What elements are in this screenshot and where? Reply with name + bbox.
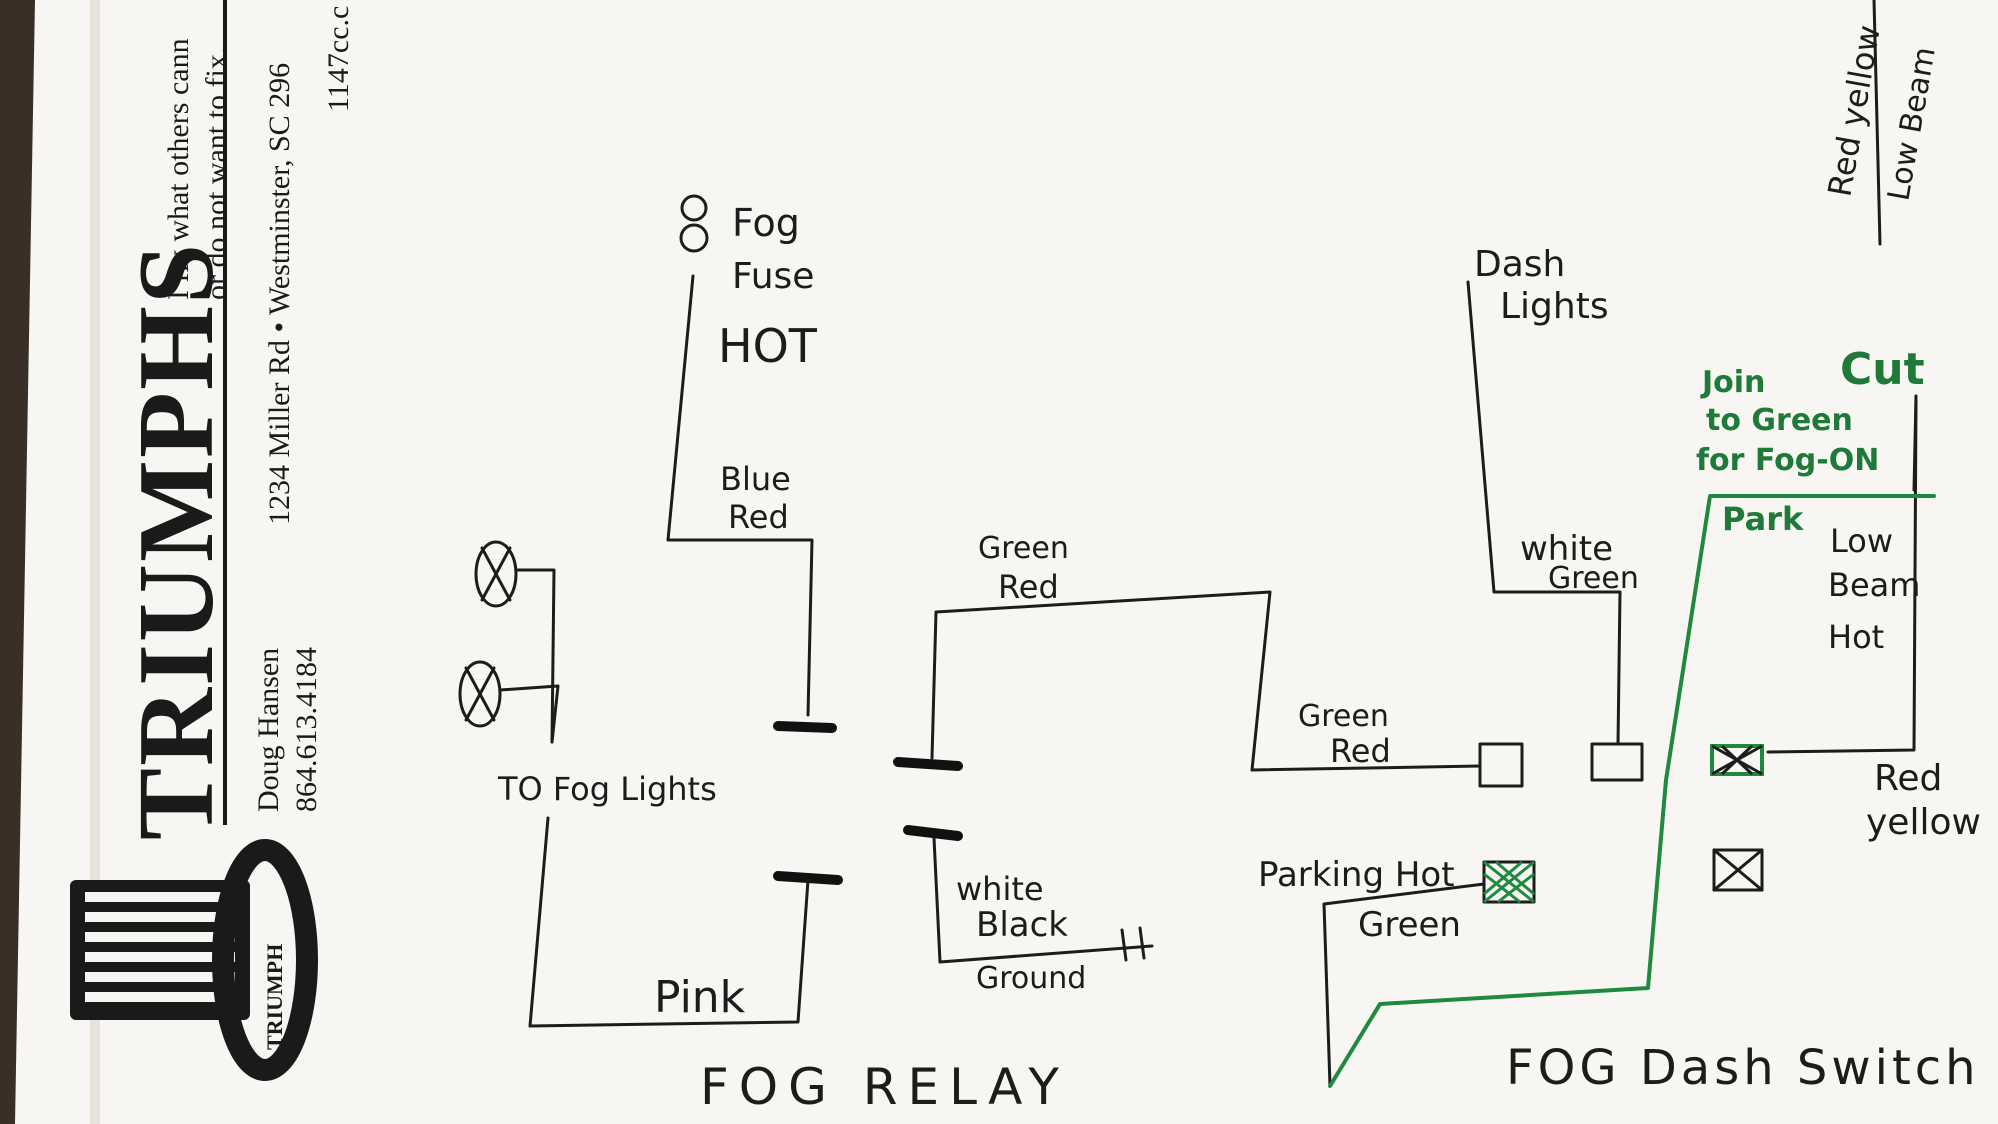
label-ground: Ground <box>976 961 1086 996</box>
paper-sheet <box>15 0 1998 1124</box>
tagline-line-1: I fix what others cann <box>162 38 195 300</box>
label-fog: Fog <box>732 201 800 245</box>
fuse-symbol <box>679 194 709 253</box>
fog-dash-switch-wiring <box>1322 280 1936 1088</box>
label-green-dash: Green <box>1548 561 1639 596</box>
relay-terminal-4 <box>773 871 843 885</box>
business-address: 1234 Miller Rd • Westminster, SC 296 <box>263 63 296 525</box>
label-join: Join <box>1700 365 1765 400</box>
label-beam: Beam <box>1828 566 1920 604</box>
label-red-yellow-2: yellow <box>1866 802 1981 843</box>
wire-dash-lights <box>1466 280 1622 746</box>
switch-terminal-park <box>1710 744 1764 776</box>
switch-terminal-unused <box>1712 848 1764 892</box>
ground-symbol <box>1120 926 1146 962</box>
tagline-line-2: or do not want to fix. <box>200 47 233 300</box>
wire-low-beam-hot <box>1766 398 1918 754</box>
brand-title: TRIUMPHS <box>117 242 236 840</box>
letterhead: TRIUMPHS Doug Hansen 864.613.4184 1234 M… <box>70 0 355 1081</box>
label-green-switch: Green <box>1298 699 1389 734</box>
label-red-switch: Red <box>1330 732 1391 770</box>
diagram-labels: Fog Fuse HOT Blue Red Green Red Green Re… <box>497 0 1981 1116</box>
wire-pink <box>528 816 810 1028</box>
switch-terminal-parking-hot <box>1482 860 1536 904</box>
wire-green-jumper <box>1328 494 1936 1088</box>
label-for-fog-on: for Fog-ON <box>1696 443 1879 478</box>
label-red-fuse: Red <box>728 498 789 536</box>
label-hot-lowbeam: Hot <box>1828 618 1884 656</box>
wire-parking-hot-green <box>1322 882 1486 1088</box>
label-white-dash: white <box>1520 529 1613 569</box>
label-black-ground: Black <box>976 905 1068 945</box>
label-hot: HOT <box>718 319 818 373</box>
label-green-parking: Green <box>1358 905 1461 945</box>
owner-name: Doug Hansen <box>252 648 285 812</box>
label-park: Park <box>1722 500 1804 538</box>
legend-divider <box>1872 0 1882 246</box>
label-green-top: Green <box>978 531 1069 566</box>
fog-lamp-icon-upper <box>474 540 518 608</box>
wire-fog-lamps <box>516 568 556 744</box>
label-white-ground: white <box>956 870 1044 908</box>
wire-cut-low-beam <box>1912 394 1918 492</box>
label-to-fog-lights: TO Fog Lights <box>497 770 717 808</box>
paper-top-edge-shadow <box>90 0 100 1124</box>
relay-terminal-2 <box>893 757 963 771</box>
emblem-text: TRIUMPH <box>262 944 287 1050</box>
label-cut: Cut <box>1840 344 1925 395</box>
switch-terminal-green-red <box>1478 742 1524 788</box>
label-fog-dash-switch: FOG Dash Switch <box>1506 1040 1980 1096</box>
label-to-green: to Green <box>1706 403 1853 438</box>
label-lights: Lights <box>1500 286 1609 327</box>
wire-fuse-to-relay <box>666 274 814 717</box>
wire-ground <box>932 836 1154 964</box>
fog-relay-wiring <box>458 194 1482 1028</box>
label-low: Low <box>1830 522 1893 560</box>
label-fog-relay: FOG RELAY <box>700 1058 1069 1116</box>
label-parking-hot: Parking Hot <box>1258 855 1455 895</box>
business-website: 1147cc.c <box>322 6 355 112</box>
label-dash: Dash <box>1474 244 1565 285</box>
relay-terminal-3 <box>903 825 963 841</box>
label-pink: Pink <box>654 972 746 1023</box>
label-red-top: Red <box>998 568 1059 606</box>
owner-phone: 864.613.4184 <box>290 647 323 812</box>
switch-terminal-white-green <box>1590 742 1644 782</box>
label-red-yellow-1: Red <box>1874 758 1942 799</box>
fog-lamp-icon-lower <box>458 660 502 728</box>
label-fuse: Fuse <box>732 256 814 297</box>
wire-green-red-relay-to-switch <box>930 590 1482 772</box>
wire-fog-lamps-2 <box>498 684 560 744</box>
label-blue: Blue <box>720 460 791 498</box>
triumph-logo-emblem: TRIUMPH <box>70 839 318 1081</box>
relay-terminal-1 <box>773 721 837 733</box>
